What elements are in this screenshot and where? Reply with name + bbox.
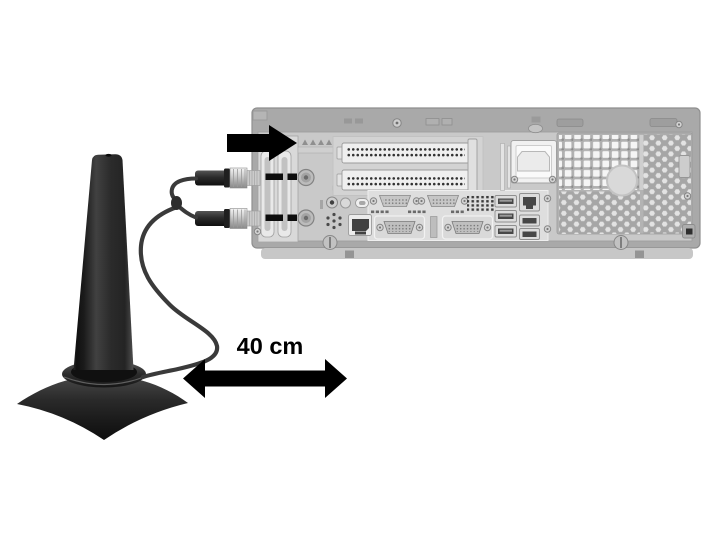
bracket-vent-triangles <box>302 139 332 145</box>
cable-branch-upper <box>169 176 198 203</box>
connection-guide-dashes <box>265 173 297 221</box>
vga-port-2 <box>441 215 494 240</box>
thumbscrew-icon <box>613 235 629 250</box>
computer-rear-panel <box>251 107 701 259</box>
external-antenna <box>17 153 188 440</box>
coax-connector-upper <box>195 167 261 189</box>
screw-icon <box>675 120 683 129</box>
c14-socket-icon <box>517 151 550 172</box>
ventilation-grille <box>556 132 693 235</box>
chassis-stand <box>261 248 693 259</box>
io-ports-cluster <box>326 190 552 241</box>
screw-icon <box>392 118 402 128</box>
serial-port-1 <box>369 195 421 207</box>
fan-hub-circle <box>606 164 638 197</box>
ethernet-port-icon <box>519 193 540 212</box>
chassis-top-edge-details <box>252 110 683 134</box>
power-inlet <box>500 140 557 191</box>
thumbscrew-icon <box>322 235 338 250</box>
cable-splitter <box>171 196 182 210</box>
cable-main-run <box>138 204 220 380</box>
coax-connector-lower <box>195 208 261 229</box>
antenna-stand-base <box>17 378 188 440</box>
distance-indicator: 40 cm <box>183 333 347 398</box>
antenna-top-hole <box>105 153 112 157</box>
antenna-post-lower <box>297 209 315 227</box>
antenna-post-upper <box>297 168 315 187</box>
serial-port-2 <box>417 195 469 207</box>
chassis-bottom-details <box>253 227 693 259</box>
vga-port-1 <box>373 215 426 240</box>
distance-label: 40 cm <box>237 333 304 359</box>
usb-ports-left-column <box>494 195 517 238</box>
insertion-arrow <box>227 125 297 161</box>
honeycomb-vent <box>643 134 691 234</box>
pci-slot-covers <box>332 136 484 196</box>
split-coaxial-cable <box>138 176 220 380</box>
chassis-right-edge-details <box>678 155 696 239</box>
usb-ports-right-column <box>519 214 540 240</box>
speaker-grille-icon <box>326 212 342 230</box>
panel-dash-marks <box>371 210 464 214</box>
port-divider <box>430 216 438 238</box>
distance-arrow <box>183 359 347 398</box>
cover-latch <box>678 155 691 178</box>
antenna-mast <box>73 154 134 370</box>
vent-dot-grid <box>467 195 496 212</box>
audio-jack-icon <box>340 197 351 209</box>
displayport-icon <box>348 214 372 236</box>
honeycomb-vent <box>559 191 640 234</box>
